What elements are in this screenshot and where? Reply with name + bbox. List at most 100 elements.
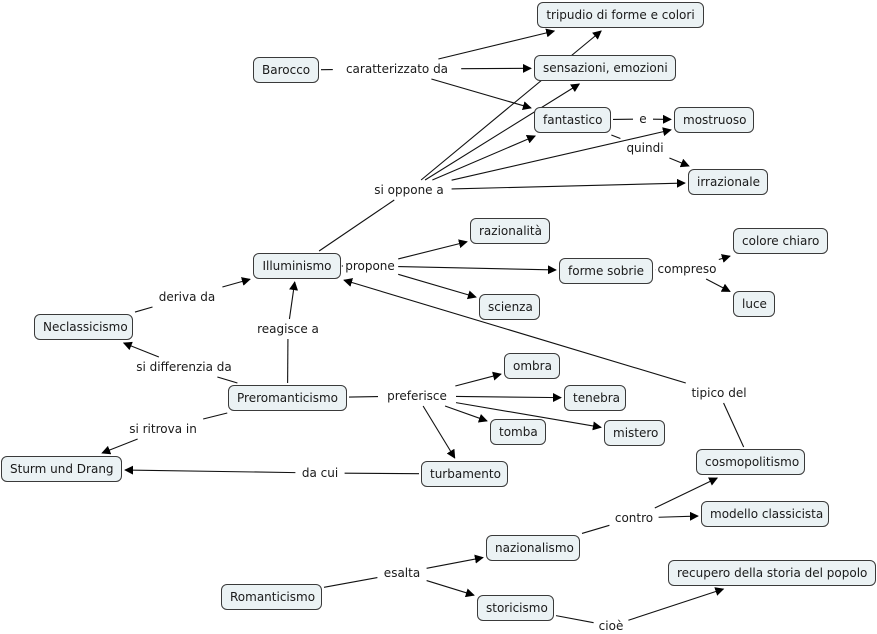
concept-colorechiaro[interactable]: colore chiaro	[733, 228, 828, 254]
arrow-esalta-nazionalismo	[426, 554, 484, 569]
linking-phrase-cioe[interactable]: cioè	[596, 619, 626, 633]
concept-ombra[interactable]: ombra	[504, 353, 560, 379]
concept-label: colore chiaro	[742, 234, 820, 248]
arrow-esalta-storicismo	[426, 580, 475, 598]
concept-storicismo[interactable]: storicismo	[477, 595, 554, 621]
connector-cosmopolitismo-tipicodel	[723, 402, 745, 448]
concept-label: mistero	[613, 426, 659, 440]
connector-illuminismo-sioppone	[318, 199, 395, 252]
concept-tripudio[interactable]: tripudio di forme e colori	[537, 2, 704, 28]
arrow-sioppone-sensazioni	[424, 83, 581, 181]
linking-phrase-derivada[interactable]: deriva da	[156, 290, 218, 304]
linking-phrase-tipicodel[interactable]: tipico del	[689, 386, 749, 400]
arrow-cioe-recupero	[628, 587, 725, 621]
arrow-contro-cosmopolitismo	[654, 477, 719, 509]
concept-label: ombra	[513, 359, 552, 373]
arrow-preferisce-turbamento	[422, 405, 456, 459]
concept-tomba[interactable]: tomba	[490, 419, 546, 445]
concept-cosmopolitismo[interactable]: cosmopolitismo	[696, 449, 805, 475]
linking-phrase-preferisce[interactable]: preferisce	[385, 389, 449, 403]
concept-sturm[interactable]: Sturm und Drang	[1, 456, 122, 482]
arrow-tipicodel-illuminismo	[343, 278, 686, 384]
concept-label: tomba	[499, 425, 538, 439]
concept-tenebra[interactable]: tenebra	[564, 385, 626, 411]
arrow-sioppone-mostruoso	[451, 127, 672, 181]
arrow-preferisce-tomba	[444, 405, 488, 423]
concept-label: scienza	[488, 300, 533, 314]
concept-romanticismo[interactable]: Romanticismo	[221, 584, 322, 610]
concept-label: Neclassicismo	[43, 320, 128, 334]
concept-label: cosmopolitismo	[705, 455, 800, 469]
arrow-caratterizzato-tripudio	[438, 28, 556, 60]
concept-fantastico[interactable]: fantastico	[534, 107, 611, 133]
concept-illuminismo[interactable]: Illuminismo	[253, 253, 341, 279]
concept-label: Barocco	[262, 63, 311, 77]
linking-phrase-esalta[interactable]: esalta	[381, 566, 423, 580]
connector-neoclassicismo-derivada	[134, 306, 153, 313]
concept-label: modello classicista	[710, 507, 824, 521]
concept-nazionalismo[interactable]: nazionalismo	[486, 535, 580, 561]
linking-phrase-sidiff[interactable]: si differenzia da	[134, 360, 234, 374]
arrow-compreso-colorechiaro	[718, 254, 731, 263]
concept-label: Romanticismo	[230, 590, 316, 604]
linking-phrase-e[interactable]: e	[637, 112, 649, 126]
concept-label: Sturm und Drang	[10, 462, 114, 476]
concept-turbamento[interactable]: turbamento	[421, 461, 508, 487]
arrow-reagisce-illuminismo	[288, 281, 299, 320]
concept-formesobrie[interactable]: forme sobrie	[559, 258, 653, 284]
arrow-siritrova-sturm	[101, 438, 138, 455]
concept-label: turbamento	[430, 467, 501, 481]
connector-preromanticismo-sidiff	[217, 376, 238, 384]
concept-mistero[interactable]: mistero	[604, 420, 665, 446]
concept-label: tenebra	[573, 391, 620, 405]
connector-preromanticismo-siritrova	[203, 412, 228, 420]
concept-label: mostruoso	[683, 113, 747, 127]
concept-modello[interactable]: modello classicista	[701, 501, 829, 527]
linking-phrase-caratterizzato[interactable]: caratterizzato da	[343, 62, 451, 76]
concept-label: luce	[742, 297, 767, 311]
arrow-dacui-sturm	[124, 465, 296, 475]
concept-label: forme sobrie	[568, 264, 645, 278]
concept-razionalita[interactable]: razionalità	[470, 218, 550, 244]
concept-label: Preromanticismo	[237, 391, 338, 405]
linking-phrase-dacui[interactable]: da cui	[299, 466, 341, 480]
concept-mostruoso[interactable]: mostruoso	[674, 107, 754, 133]
arrow-sioppone-tripudio	[420, 30, 602, 181]
arrow-propone-scienza	[398, 273, 477, 300]
connector-romanticismo-esalta	[323, 576, 378, 588]
arrow-derivada-illuminismo	[222, 277, 251, 288]
arrow-sioppone-irrazionale	[451, 178, 686, 190]
arrow-preferisce-ombra	[455, 371, 502, 387]
linking-phrase-reagisce[interactable]: reagisce a	[255, 322, 321, 336]
linking-phrase-quindi[interactable]: quindi	[624, 141, 666, 155]
linking-phrase-propone[interactable]: propone	[343, 259, 397, 273]
concept-preromanticismo[interactable]: Preromanticismo	[228, 385, 347, 411]
arrow-sioppone-fantastico	[432, 135, 536, 181]
concept-label: tripudio di forme e colori	[546, 8, 695, 22]
concept-neoclassicismo[interactable]: Neclassicismo	[34, 314, 133, 340]
arrow-propone-razionalita	[398, 239, 468, 260]
connector-fantastico-quindi	[611, 134, 621, 140]
arrow-contro-modello	[658, 511, 699, 521]
connector-storicismo-cioe	[555, 615, 594, 624]
concept-label: razionalità	[479, 224, 542, 238]
concept-label: storicismo	[486, 601, 548, 615]
linking-phrase-siritrova[interactable]: si ritrova in	[127, 422, 199, 436]
linking-phrase-sioppone[interactable]: si oppone a	[372, 183, 446, 197]
concept-recupero[interactable]: recupero della storia del popolo	[668, 560, 876, 586]
concept-barocco[interactable]: Barocco	[253, 57, 319, 83]
arrow-quindi-irrazionale	[669, 157, 690, 168]
connector-turbamento-dacui	[344, 472, 420, 475]
concept-sensazioni[interactable]: sensazioni, emozioni	[534, 55, 676, 81]
arrow-preferisce-mistero	[455, 402, 602, 431]
concept-luce[interactable]: luce	[733, 291, 775, 317]
concept-label: irrazionale	[697, 175, 760, 189]
linking-phrase-contro[interactable]: contro	[612, 511, 656, 525]
concept-label: recupero della storia del popolo	[677, 566, 868, 580]
concept-irrazionale[interactable]: irrazionale	[688, 169, 768, 195]
concept-scienza[interactable]: scienza	[479, 294, 540, 320]
arrow-preferisce-tenebra	[455, 393, 562, 403]
linking-phrase-compreso[interactable]: compreso	[655, 262, 719, 276]
